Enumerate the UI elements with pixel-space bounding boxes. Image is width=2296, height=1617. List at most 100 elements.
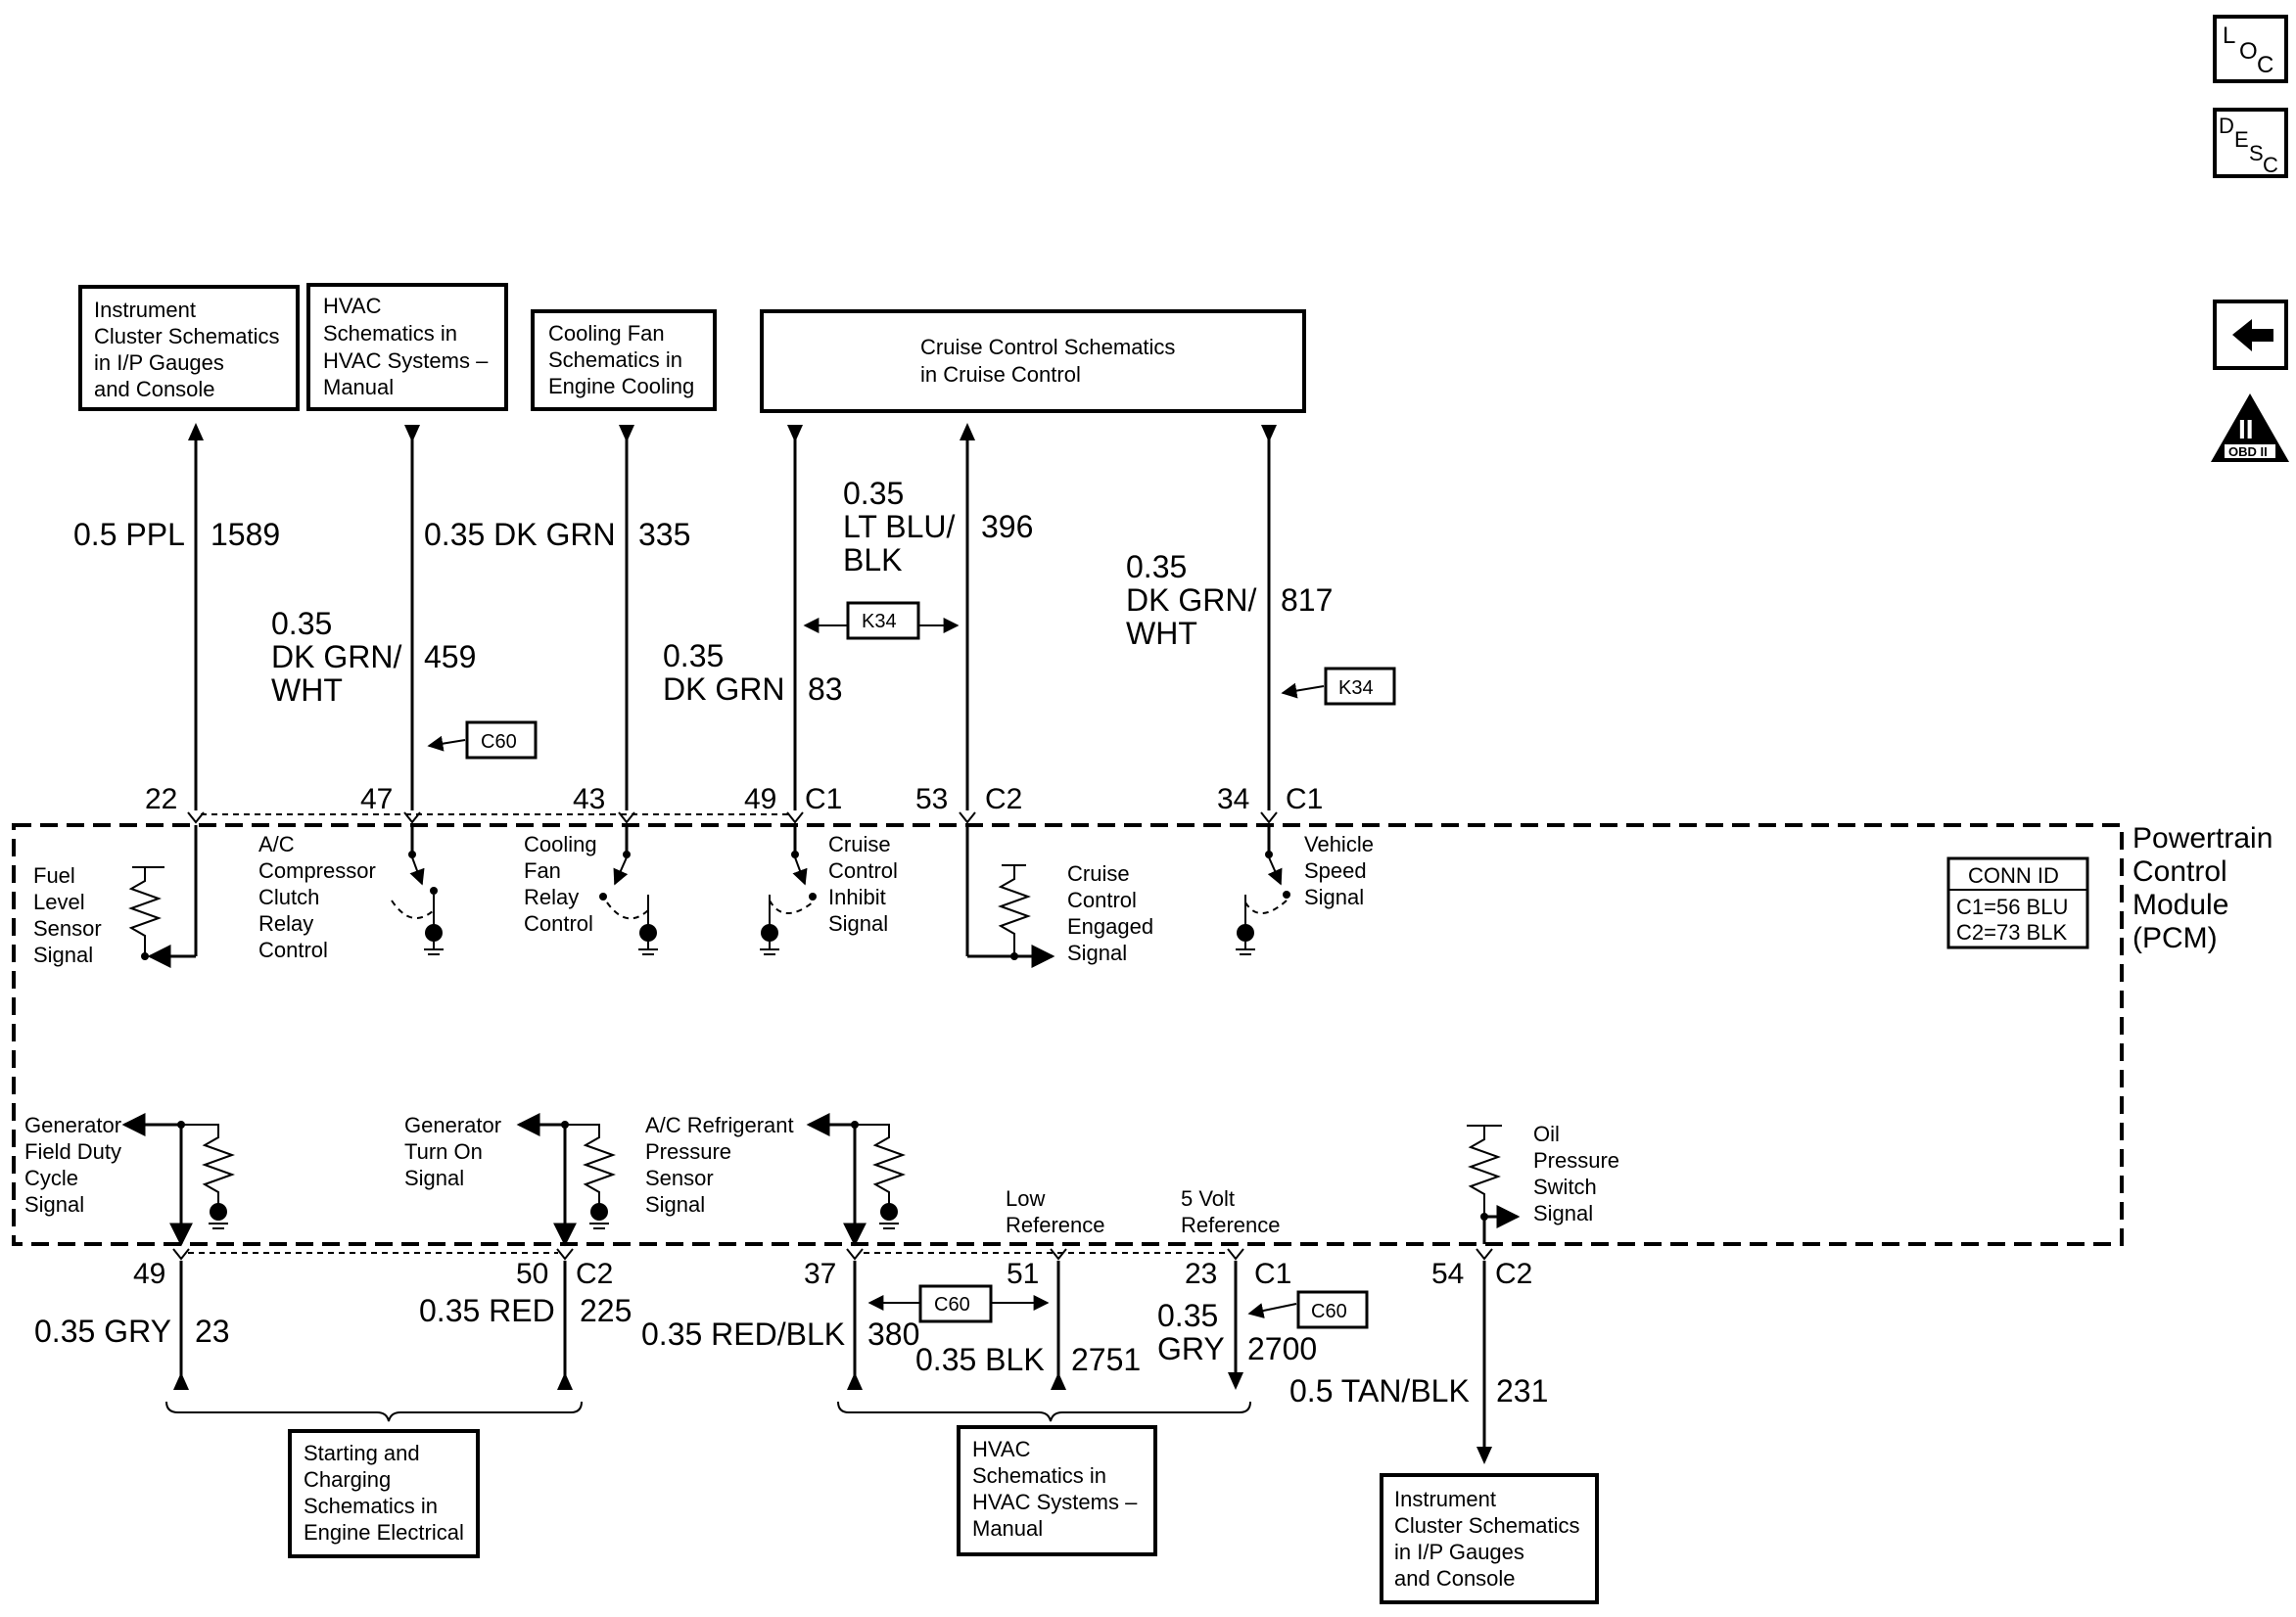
svg-text:C1=56 BLU: C1=56 BLU xyxy=(1956,895,2068,919)
svg-text:0.35 BLK: 0.35 BLK xyxy=(915,1342,1045,1377)
svg-text:C60: C60 xyxy=(934,1294,970,1316)
c60-option-tag-459: C60 xyxy=(427,720,538,760)
svg-text:225: 225 xyxy=(580,1293,632,1328)
ac-compressor-clutch-relay-circuit: A/C Compressor Clutch Relay Control xyxy=(258,825,444,962)
wire-231: 54 C2 0.5 TAN/BLK 231 xyxy=(1289,1258,1548,1464)
svg-text:HVAC Systems –: HVAC Systems – xyxy=(972,1490,1138,1514)
svg-text:E: E xyxy=(2234,127,2249,152)
svg-text:Control: Control xyxy=(828,858,898,883)
wire-225: 50 C2 0.35 RED 225 xyxy=(419,1258,632,1390)
svg-text:K34: K34 xyxy=(1338,677,1374,699)
instrument-cluster-box-top[interactable]: Instrument Cluster Schematics in I/P Gau… xyxy=(78,285,300,411)
svg-text:817: 817 xyxy=(1281,582,1333,618)
low-reference-label: Low Reference xyxy=(1006,1186,1105,1237)
svg-text:22: 22 xyxy=(145,783,177,815)
svg-text:WHT: WHT xyxy=(1126,616,1197,651)
svg-text:Schematics in: Schematics in xyxy=(304,1494,438,1518)
svg-text:Schematics in: Schematics in xyxy=(548,347,682,372)
svg-text:Pressure: Pressure xyxy=(1533,1148,1619,1173)
svg-text:Signal: Signal xyxy=(645,1192,705,1217)
svg-text:50: 50 xyxy=(516,1258,548,1290)
svg-text:D: D xyxy=(2219,114,2234,138)
svg-text:Schematics in: Schematics in xyxy=(323,321,457,346)
loc-button[interactable]: L O C xyxy=(2213,15,2288,83)
vehicle-speed-signal-circuit: Vehicle Speed Signal xyxy=(1236,825,1374,955)
svg-text:A/C Refrigerant: A/C Refrigerant xyxy=(645,1113,794,1137)
svg-text:53: 53 xyxy=(915,783,948,815)
svg-text:0.35: 0.35 xyxy=(663,638,724,673)
pcm-label: Powertrain Control Module (PCM) xyxy=(2132,822,2273,954)
svg-text:HVAC Systems –: HVAC Systems – xyxy=(323,348,489,373)
cruise-inhibit-circuit: Cruise Control Inhibit Signal xyxy=(760,825,898,955)
svg-text:Control: Control xyxy=(2132,855,2227,888)
svg-text:DK GRN/: DK GRN/ xyxy=(1126,582,1256,618)
svg-text:Engine Electrical: Engine Electrical xyxy=(304,1520,464,1545)
svg-text:0.5 PPL: 0.5 PPL xyxy=(73,517,185,552)
svg-text:0.35: 0.35 xyxy=(843,476,904,511)
hvac-box-bottom[interactable]: HVAC Schematics in HVAC Systems – Manual xyxy=(957,1425,1157,1556)
svg-text:Control: Control xyxy=(1067,888,1137,912)
c60-option-tag-380: C60 xyxy=(867,1284,1050,1323)
brace-starting-charging xyxy=(165,1401,583,1422)
svg-text:C2: C2 xyxy=(1495,1258,1532,1290)
svg-text:in Cruise Control: in Cruise Control xyxy=(920,362,1081,387)
svg-text:A/C: A/C xyxy=(258,832,295,856)
svg-text:LT BLU/: LT BLU/ xyxy=(843,509,956,544)
hvac-box-top[interactable]: HVAC Schematics in HVAC Systems – Manual xyxy=(306,283,508,411)
cruise-control-box-top[interactable]: Cruise Control Schematics in Cruise Cont… xyxy=(760,309,1306,413)
pin-notches-bottom xyxy=(172,1248,1493,1261)
svg-text:and Console: and Console xyxy=(1394,1566,1516,1591)
svg-text:Reference: Reference xyxy=(1006,1213,1105,1237)
svg-text:Relay: Relay xyxy=(258,911,313,936)
svg-text:Signal: Signal xyxy=(33,943,93,967)
svg-text:Cruise: Cruise xyxy=(828,832,891,856)
svg-text:Cruise Control Schematics: Cruise Control Schematics xyxy=(920,335,1175,359)
svg-text:CONN ID: CONN ID xyxy=(1968,863,2059,888)
pin-notches-top xyxy=(187,811,1278,824)
svg-text:Powertrain: Powertrain xyxy=(2132,822,2273,855)
svg-text:O: O xyxy=(2239,38,2258,65)
svg-text:C: C xyxy=(2263,153,2278,177)
c60-option-tag-2700: C60 xyxy=(1247,1290,1369,1329)
wire-23: 49 0.35 GRY 23 xyxy=(34,1258,230,1390)
svg-text:0.35: 0.35 xyxy=(1126,549,1187,584)
svg-text:WHT: WHT xyxy=(271,672,343,708)
svg-text:Switch: Switch xyxy=(1533,1175,1597,1199)
svg-text:0.35: 0.35 xyxy=(271,606,332,641)
svg-text:5 Volt: 5 Volt xyxy=(1181,1186,1235,1211)
svg-text:396: 396 xyxy=(981,509,1033,544)
svg-text:Compressor: Compressor xyxy=(258,858,376,883)
svg-text:Charging: Charging xyxy=(304,1467,391,1492)
pcm-outline xyxy=(12,823,2124,1246)
svg-text:in I/P Gauges: in I/P Gauges xyxy=(94,350,224,375)
obd2-button[interactable]: II OBD II xyxy=(2211,393,2289,462)
svg-text:Signal: Signal xyxy=(404,1166,464,1190)
svg-text:Cluster Schematics: Cluster Schematics xyxy=(1394,1513,1580,1538)
svg-text:Signal: Signal xyxy=(828,911,888,936)
svg-text:Low: Low xyxy=(1006,1186,1045,1211)
svg-text:Clutch: Clutch xyxy=(258,885,319,909)
svg-text:1589: 1589 xyxy=(211,517,280,552)
cooling-fan-box-top[interactable]: Cooling Fan Schematics in Engine Cooling xyxy=(531,309,717,411)
svg-text:Signal: Signal xyxy=(24,1192,84,1217)
oil-pressure-switch-circuit: Oil Pressure Switch Signal xyxy=(1467,1122,1619,1244)
svg-text:54: 54 xyxy=(1431,1258,1464,1290)
svg-text:in I/P Gauges: in I/P Gauges xyxy=(1394,1540,1524,1564)
instrument-cluster-box-bottom[interactable]: Instrument Cluster Schematics in I/P Gau… xyxy=(1380,1473,1599,1604)
svg-text:Control: Control xyxy=(524,911,593,936)
desc-button[interactable]: D E S C xyxy=(2213,108,2288,178)
svg-text:51: 51 xyxy=(1007,1258,1039,1290)
svg-text:Turn On: Turn On xyxy=(404,1139,483,1164)
k34-option-tag-cruise: K34 xyxy=(803,601,960,640)
svg-text:OBD II: OBD II xyxy=(2228,444,2268,459)
svg-text:C60: C60 xyxy=(481,731,517,753)
back-arrow-button[interactable] xyxy=(2213,300,2288,370)
starting-charging-box[interactable]: Starting and Charging Schematics in Engi… xyxy=(288,1429,480,1558)
svg-text:0.35 DK GRN: 0.35 DK GRN xyxy=(424,517,616,552)
svg-text:DK GRN/: DK GRN/ xyxy=(271,639,401,674)
svg-text:K34: K34 xyxy=(862,611,897,632)
svg-text:Field Duty: Field Duty xyxy=(24,1139,121,1164)
generator-field-duty-circuit: Generator Field Duty Cycle Signal xyxy=(24,1113,235,1247)
svg-text:0.35 RED: 0.35 RED xyxy=(419,1293,555,1328)
